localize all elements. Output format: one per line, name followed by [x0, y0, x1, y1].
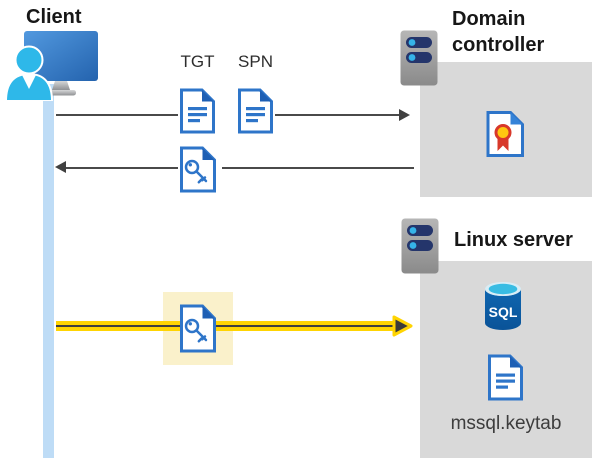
domain-controller-title: Domain controller: [452, 8, 545, 56]
spn-label: SPN: [238, 52, 273, 71]
key-document-icon: [180, 146, 216, 193]
client-lifeline-bar: [43, 84, 54, 458]
response-arrow-line: [66, 167, 178, 169]
sql-database-icon: SQL: [485, 282, 521, 330]
spn-document-icon: [238, 88, 273, 134]
request-arrow-line: [56, 114, 178, 116]
client-title: Client: [26, 6, 82, 28]
tgt-document-icon: [180, 88, 215, 134]
sql-database-label: SQL: [489, 304, 518, 320]
linux-server-icon: [401, 218, 439, 274]
sql-connection-arrow: [56, 321, 396, 331]
domain-controller-server-icon: [400, 30, 438, 86]
tgt-label: TGT: [180, 52, 215, 71]
request-arrowhead-icon: [399, 109, 410, 121]
response-arrowhead-icon: [55, 161, 66, 173]
keytab-caption: mssql.keytab: [450, 413, 562, 434]
sql-connection-arrowhead-icon: [392, 315, 413, 337]
keytab-key-document-icon: [180, 304, 216, 353]
keytab-file-document-icon: [488, 354, 523, 401]
sql-connection-arrow-core: [56, 325, 396, 327]
certificate-document-icon: [486, 111, 524, 157]
request-arrow-line: [275, 114, 400, 116]
response-arrow-line: [222, 167, 414, 169]
linux-server-title: Linux server: [454, 229, 573, 251]
monitor-user-icon: [4, 31, 98, 101]
